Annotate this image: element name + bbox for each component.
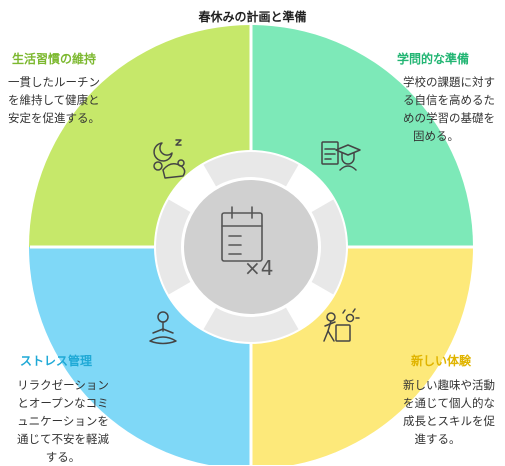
description-line: する。 bbox=[45, 450, 81, 464]
description-line: 成長とスキルを促 bbox=[403, 414, 495, 428]
sleep-routine-icon bbox=[153, 139, 186, 179]
study-graduation-icon bbox=[321, 141, 361, 171]
inner-arc-bottom bbox=[203, 307, 299, 342]
description-line: 新しい趣味や活動 bbox=[403, 378, 495, 392]
description-line: る自信を高めるた bbox=[403, 93, 495, 107]
heading-top-right: 学問的な準備 bbox=[397, 52, 470, 66]
description-top-left: 一貫したルーチン を維持して健康と 安定を促進する。 bbox=[8, 73, 100, 127]
description-line: 進する。 bbox=[414, 432, 461, 446]
diagram-title: 春休みの計画と準備 bbox=[198, 10, 307, 24]
inner-arc-top bbox=[203, 152, 299, 187]
heading-bottom-right: 新しい体験 bbox=[411, 354, 472, 368]
description-line: を通じて個人的な bbox=[403, 396, 495, 410]
inner-arc-left bbox=[156, 199, 191, 295]
calendar-icon bbox=[221, 206, 263, 262]
heading-bottom-left: ストレス管理 bbox=[20, 354, 93, 368]
description-line: リラクゼーション bbox=[17, 378, 109, 392]
description-line: ュニケーションを bbox=[17, 414, 109, 428]
description-line: を維持して健康と bbox=[8, 93, 100, 107]
meditation-icon bbox=[149, 311, 177, 345]
description-line: 固める。 bbox=[413, 129, 459, 143]
description-line: めの学習の基礎を bbox=[403, 111, 495, 125]
description-top-right: 学校の課題に対す る自信を高めるた めの学習の基礎を 固める。 bbox=[377, 73, 495, 145]
activity-painting-icon bbox=[323, 308, 360, 342]
description-line: 安定を促進する。 bbox=[8, 111, 100, 125]
description-line: 学校の課題に対す bbox=[403, 75, 495, 89]
center-label: ×4 bbox=[244, 256, 273, 280]
inner-arc-right bbox=[311, 199, 346, 295]
description-line: とオープンなコミ bbox=[17, 396, 109, 410]
heading-top-left: 生活習慣の維持 bbox=[12, 52, 97, 66]
description-bottom-right: 新しい趣味や活動 を通じて個人的な 成長とスキルを促 進する。 bbox=[380, 376, 495, 448]
description-line: 通じて不安を軽減 bbox=[17, 432, 109, 446]
description-bottom-left: リラクゼーション とオープンなコミ ュニケーションを 通じて不安を軽減 する。 bbox=[8, 376, 118, 466]
center-circle bbox=[182, 178, 320, 316]
description-line: 一貫したルーチン bbox=[8, 75, 100, 89]
